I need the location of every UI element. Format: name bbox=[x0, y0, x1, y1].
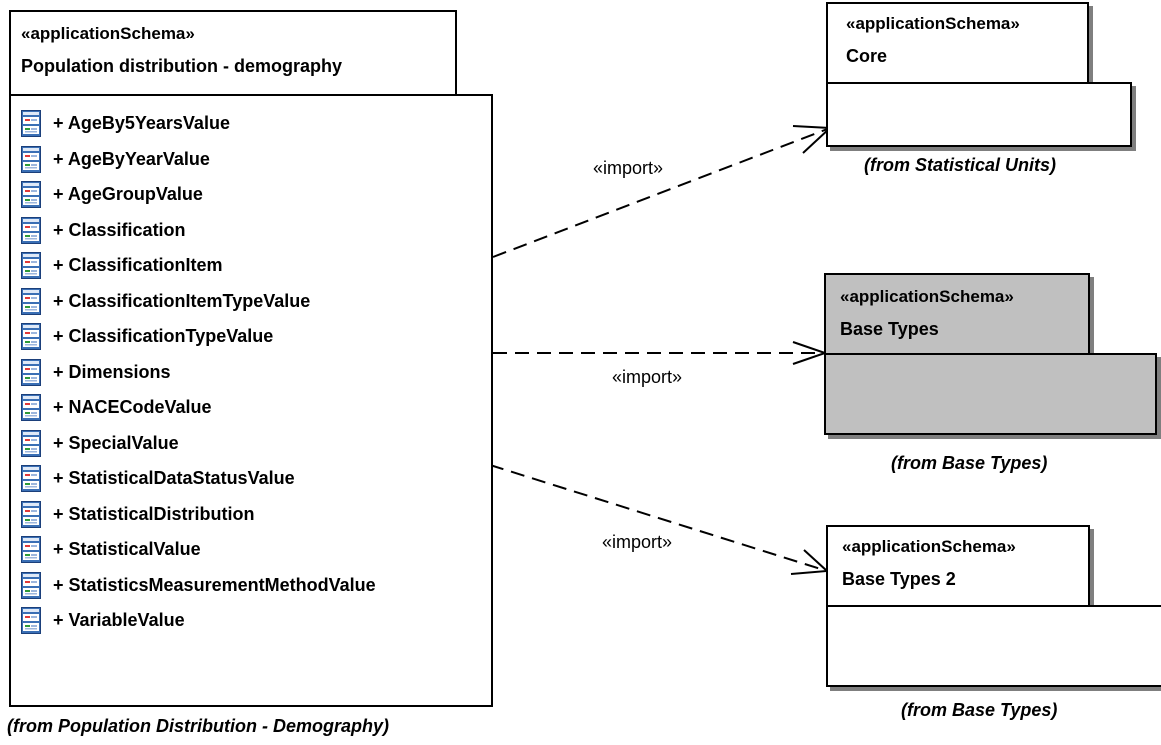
class-item[interactable]: + AgeByYearValue bbox=[21, 142, 376, 178]
class-icon bbox=[21, 571, 41, 599]
class-list: + AgeBy5YearsValue + AgeByYearValue + AgeG… bbox=[21, 106, 376, 639]
class-item[interactable]: + SpecialValue bbox=[21, 426, 376, 462]
class-label: + AgeByYearValue bbox=[53, 148, 210, 169]
core-from: (from Statistical Units) bbox=[864, 155, 1057, 175]
import-label-core: «import» bbox=[593, 158, 664, 178]
class-item[interactable]: + NACECodeValue bbox=[21, 390, 376, 426]
class-label: + NACECodeValue bbox=[53, 397, 212, 418]
class-label: + StatisticalDataStatusValue bbox=[53, 468, 295, 489]
class-icon bbox=[21, 358, 41, 386]
class-icon bbox=[21, 607, 41, 635]
class-item[interactable]: + Classification bbox=[21, 213, 376, 249]
base-types-from: (from Base Types) bbox=[891, 453, 1048, 473]
core-stereotype: «applicationSchema» bbox=[846, 14, 1020, 33]
class-icon bbox=[21, 536, 41, 564]
class-label: + AgeGroupValue bbox=[53, 184, 203, 205]
class-item[interactable]: + StatisticsMeasurementMethodValue bbox=[21, 568, 376, 604]
class-label: + ClassificationItemTypeValue bbox=[53, 290, 311, 311]
class-icon bbox=[21, 181, 41, 209]
base-types-stereotype: «applicationSchema» bbox=[840, 287, 1014, 306]
class-label: + StatisticsMeasurementMethodValue bbox=[53, 574, 376, 595]
base-types-2-from: (from Base Types) bbox=[901, 700, 1058, 720]
class-item[interactable]: + AgeGroupValue bbox=[21, 177, 376, 213]
import-label-base-types-2: «import» bbox=[602, 532, 673, 553]
main-package-from: (from Population Distribution - Demograp… bbox=[7, 716, 389, 736]
class-icon bbox=[21, 145, 41, 173]
class-label: + Dimensions bbox=[53, 361, 171, 382]
import-label-base-types: «import» bbox=[612, 367, 683, 387]
class-label: + ClassificationTypeValue bbox=[53, 326, 274, 347]
main-package-body[interactable]: + AgeBy5YearsValue + AgeByYearValue + AgeG… bbox=[9, 94, 493, 707]
class-label: + ClassificationItem bbox=[53, 255, 223, 276]
import-arrow-base-types-2 bbox=[489, 464, 828, 572]
base-types-package-body[interactable] bbox=[824, 353, 1157, 435]
class-icon bbox=[21, 465, 41, 493]
class-item[interactable]: + StatisticalDistribution bbox=[21, 497, 376, 533]
base-types-2-name: Base Types 2 bbox=[842, 569, 956, 589]
class-label: + StatisticalValue bbox=[53, 539, 201, 560]
class-icon bbox=[21, 429, 41, 457]
core-package-body[interactable] bbox=[826, 82, 1132, 147]
base-types-name: Base Types bbox=[840, 319, 939, 339]
base-types-2-stereotype: «applicationSchema» bbox=[842, 537, 1016, 556]
class-item[interactable]: + ClassificationItemTypeValue bbox=[21, 284, 376, 320]
base-types-2-package-tab[interactable]: «applicationSchema» Base Types 2 bbox=[826, 525, 1090, 607]
class-icon bbox=[21, 323, 41, 351]
import-arrow-core bbox=[492, 127, 831, 258]
class-item[interactable]: + ClassificationItem bbox=[21, 248, 376, 284]
class-label: + StatisticalDistribution bbox=[53, 503, 255, 524]
main-package-tab[interactable]: «applicationSchema» Population distribut… bbox=[9, 10, 457, 96]
main-package-stereotype: «applicationSchema» bbox=[21, 24, 195, 43]
class-icon bbox=[21, 287, 41, 315]
class-icon bbox=[21, 394, 41, 422]
class-icon bbox=[21, 110, 41, 138]
class-item[interactable]: + VariableValue bbox=[21, 603, 376, 639]
class-item[interactable]: + StatisticalDataStatusValue bbox=[21, 461, 376, 497]
class-label: + SpecialValue bbox=[53, 432, 179, 453]
core-package-tab[interactable]: «applicationSchema» Core bbox=[826, 2, 1089, 84]
core-name: Core bbox=[846, 46, 888, 66]
class-icon bbox=[21, 216, 41, 244]
class-item[interactable]: + Dimensions bbox=[21, 355, 376, 391]
class-label: + Classification bbox=[53, 219, 186, 240]
base-types-2-package-body[interactable] bbox=[826, 605, 1161, 687]
class-icon bbox=[21, 252, 41, 280]
class-item[interactable]: + ClassificationTypeValue bbox=[21, 319, 376, 355]
class-icon bbox=[21, 500, 41, 528]
base-types-package-tab[interactable]: «applicationSchema» Base Types bbox=[824, 273, 1090, 355]
class-label: + VariableValue bbox=[53, 610, 185, 631]
main-package-name: Population distribution - demography bbox=[21, 56, 342, 76]
class-item[interactable]: + StatisticalValue bbox=[21, 532, 376, 568]
class-label: + AgeBy5YearsValue bbox=[53, 113, 230, 134]
class-item[interactable]: + AgeBy5YearsValue bbox=[21, 106, 376, 142]
